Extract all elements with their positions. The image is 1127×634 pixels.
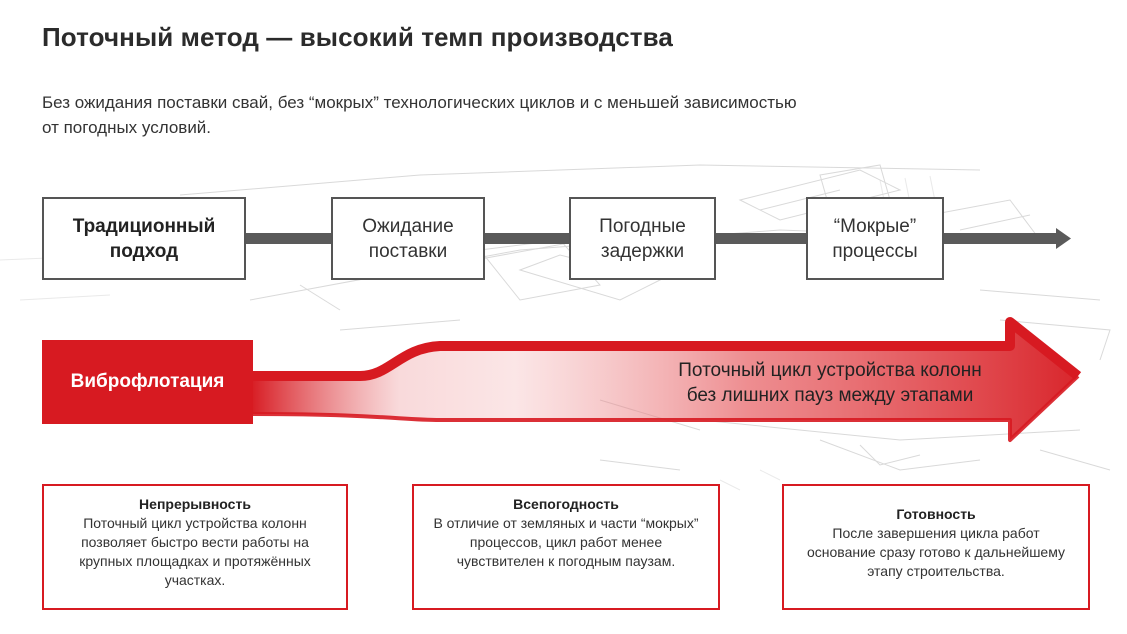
flow-step-line2: процессы	[832, 240, 918, 262]
flow-step-line2: подход	[109, 240, 179, 262]
vibro-flow-description: Поточный цикл устройства колонн без лишн…	[620, 358, 1040, 408]
card-body: После завершения цикла работ основание с…	[806, 525, 1065, 579]
vibroflotation-label: Виброфлотация	[42, 340, 253, 424]
card-title: Готовность	[896, 506, 976, 522]
page-title: Поточный метод — высокий темп производст…	[42, 22, 673, 52]
flow-step-line2: поставки	[368, 240, 448, 262]
flow-step-wet-processes: “Мокрые” процессы	[806, 197, 944, 280]
flow-step-delivery-wait: Ожидание поставки	[331, 197, 485, 280]
flow-step-line1: Ожидание	[362, 215, 454, 237]
arrow-text-line2: без лишних пауз между этапами	[686, 385, 974, 406]
card-body: Поточный цикл устройства колонн позволяе…	[79, 515, 311, 588]
flow-step-line1: Традиционный	[72, 215, 216, 237]
card-title: Непрерывность	[139, 496, 251, 512]
flow-step-traditional: Традиционный подход	[42, 197, 246, 280]
flow-step-line1: Погодные	[599, 215, 686, 237]
benefit-card-continuity: Непрерывность Поточный цикл устройства к…	[42, 484, 348, 610]
card-body: В отличие от земляных и части “мокрых” п…	[433, 515, 699, 569]
card-title: Всепогодность	[513, 496, 619, 512]
page-subtitle: Без ожидания поставки свай, без “мокрых”…	[42, 93, 797, 137]
arrow-text-line1: Поточный цикл устройства колонн	[678, 360, 982, 381]
benefit-card-readiness: Готовность После завершения цикла работ …	[782, 484, 1090, 610]
flow-step-weather-delays: Погодные задержки	[569, 197, 716, 280]
flow-step-line1: “Мокрые”	[833, 215, 917, 237]
flow-step-line2: задержки	[600, 240, 685, 262]
benefit-card-all-weather: Всепогодность В отличие от земляных и ча…	[412, 484, 720, 610]
